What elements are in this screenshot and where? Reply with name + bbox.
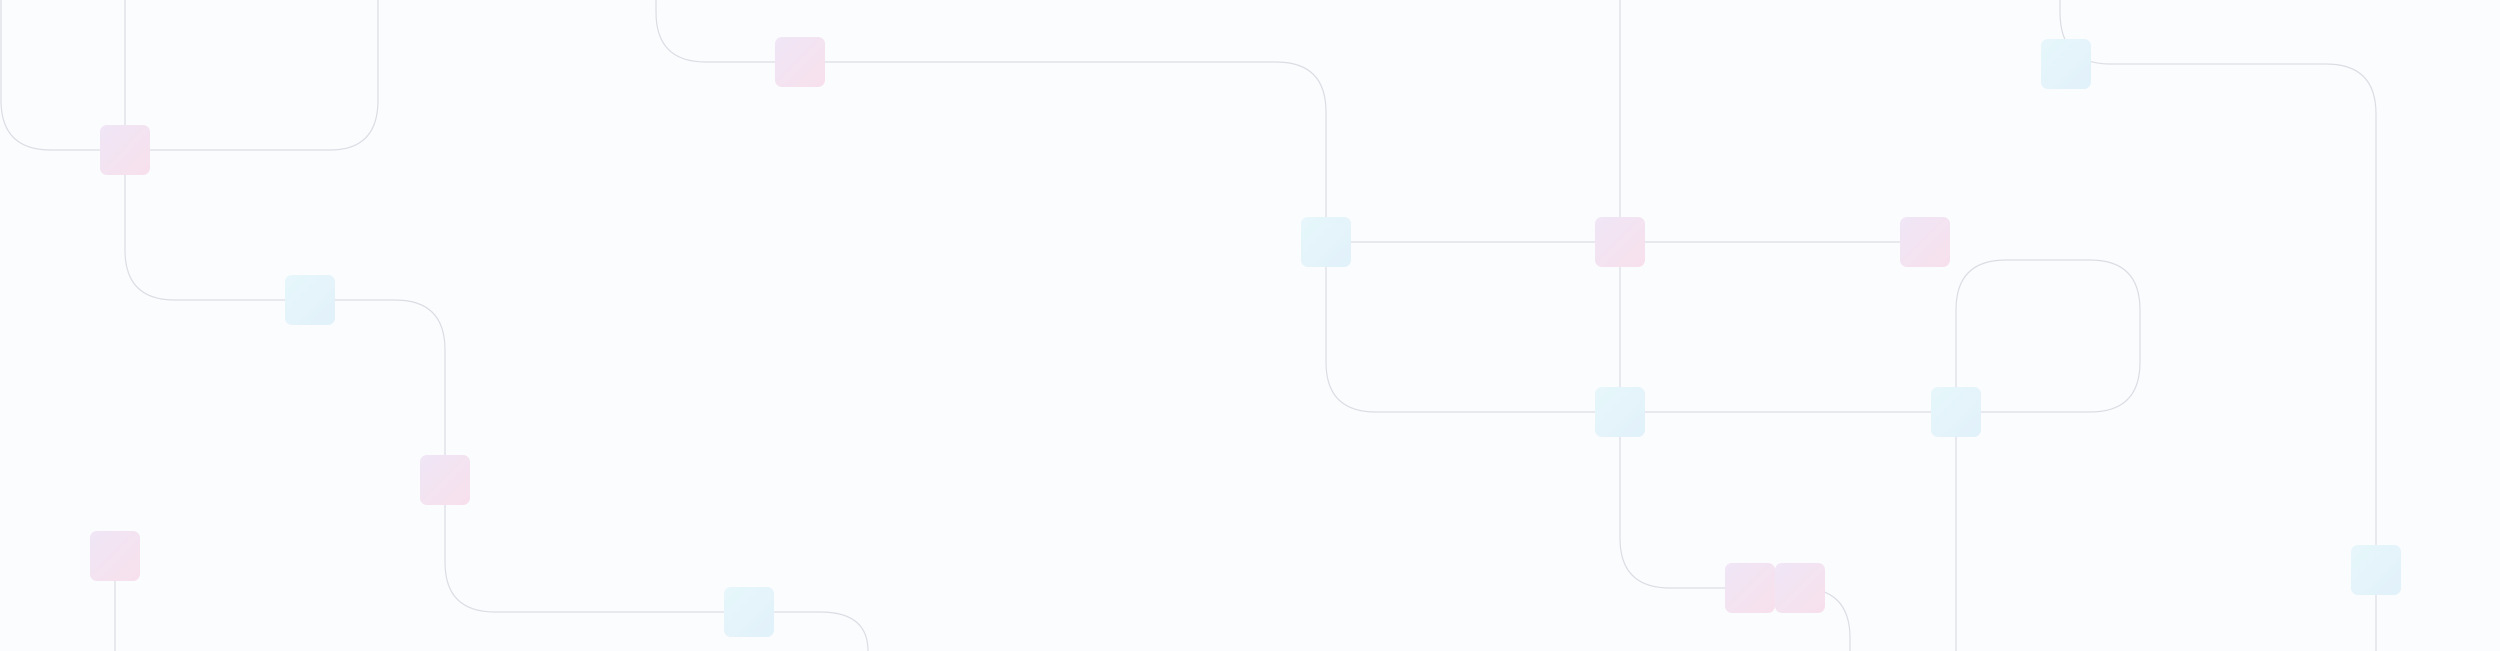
- circuit-node: [1900, 217, 1950, 267]
- circuit-node: [100, 125, 150, 175]
- circuit-line: [1619, 259, 2141, 651]
- circuit-line: [124, 0, 869, 651]
- circuit-node: [90, 531, 140, 581]
- circuit-line: [1619, 0, 1851, 651]
- circuit-node: [1595, 387, 1645, 437]
- circuit-node: [1775, 563, 1825, 613]
- circuit-node: [420, 455, 470, 505]
- circuit-lines: [0, 0, 2377, 651]
- circuit-node: [2351, 545, 2401, 595]
- circuit-line: [2059, 0, 2377, 651]
- circuit-node: [285, 275, 335, 325]
- circuit-node: [1595, 217, 1645, 267]
- circuit-node: [775, 37, 825, 87]
- circuit-line: [0, 0, 379, 151]
- circuit-node: [724, 587, 774, 637]
- circuit-node: [1301, 217, 1351, 267]
- circuit-node: [1725, 563, 1775, 613]
- circuit-nodes: [90, 37, 2401, 637]
- circuit-node: [1931, 387, 1981, 437]
- circuit-line: [655, 0, 1623, 413]
- circuit-node: [2041, 39, 2091, 89]
